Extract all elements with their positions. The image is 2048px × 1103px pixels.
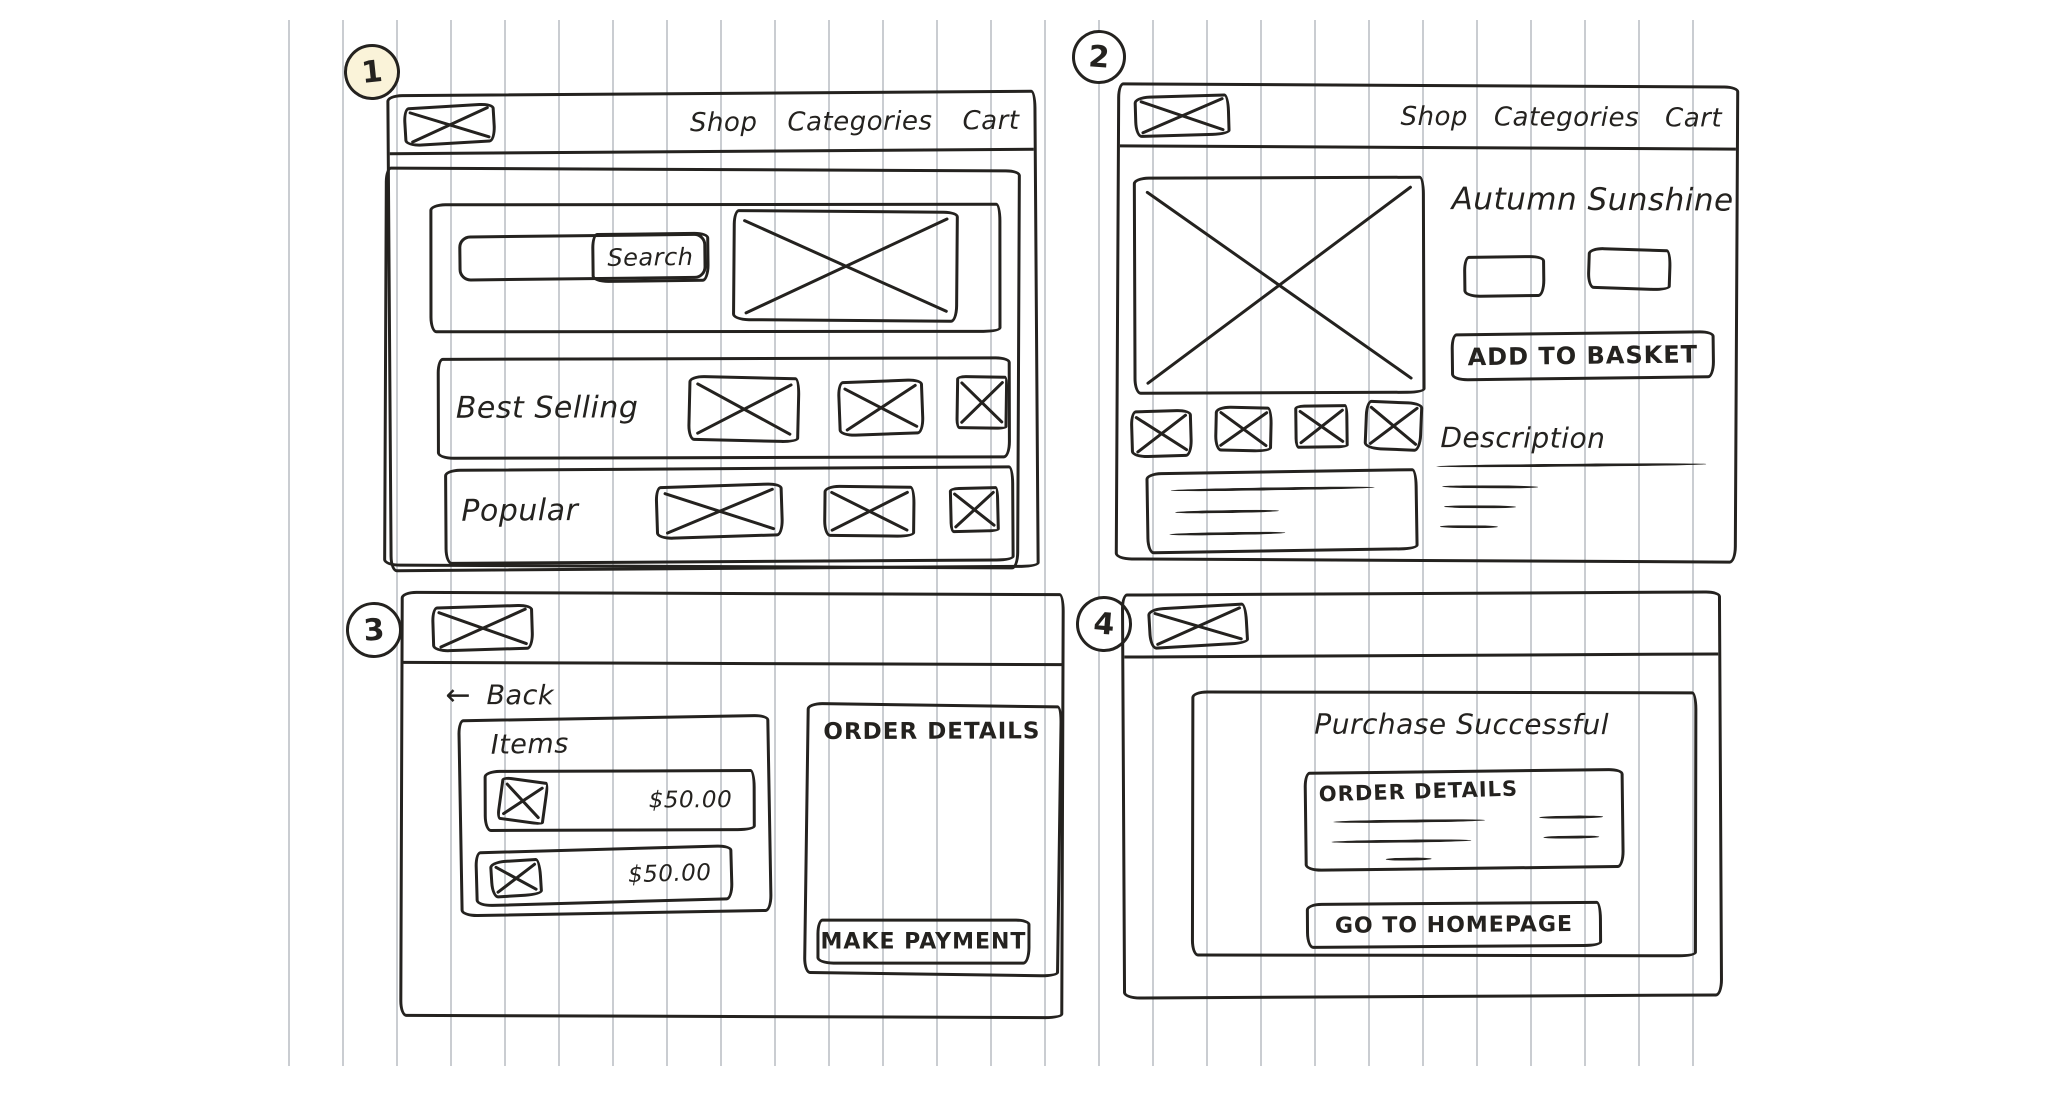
add-to-basket-label: ADD TO BASKET	[1467, 340, 1699, 372]
item-image-placeholder-icon	[488, 857, 544, 899]
cart-item-row: $50.00	[474, 844, 734, 908]
screen3-header	[403, 593, 1062, 667]
cart-item-row: $50.00	[483, 769, 756, 832]
screen4-number: 4	[1092, 605, 1116, 643]
screen1-nav: Shop Categories Cart	[690, 105, 1020, 137]
add-to-basket-button[interactable]: ADD TO BASKET	[1450, 330, 1716, 382]
text-line	[1539, 815, 1604, 820]
screen1-number: 1	[359, 53, 385, 91]
screen2-nav: Shop Categories Cart	[1400, 101, 1722, 133]
go-to-homepage-label: GO TO HOMEPAGE	[1334, 911, 1574, 939]
text-line	[1442, 485, 1539, 489]
cart-items-panel: Items $50.00 $50.00	[457, 713, 773, 918]
option-selector-box[interactable]	[1462, 254, 1546, 298]
purchase-successful-title: Purchase Successful	[1314, 707, 1610, 742]
text-line	[1543, 835, 1600, 839]
nav-link-shop[interactable]: Shop	[689, 107, 758, 138]
text-line	[1333, 818, 1486, 824]
screen2-number: 2	[1087, 38, 1111, 76]
logo-placeholder-icon[interactable]	[430, 603, 535, 653]
screen1-content: Search Best Selling Popular	[383, 166, 1021, 570]
best-selling-title: Best Selling	[455, 390, 639, 426]
description-title: Description	[1440, 421, 1606, 455]
hero-section: Search	[429, 202, 1002, 334]
trash-icon[interactable]	[724, 855, 727, 889]
order-details-title: ORDER DETAILS	[1318, 776, 1519, 807]
back-label: Back	[486, 680, 555, 712]
nav-link-cart[interactable]: Cart	[1665, 102, 1723, 134]
trash-icon[interactable]	[744, 783, 747, 817]
screen1-header: Shop Categories Cart	[389, 92, 1034, 156]
order-details-title: ORDER DETAILS	[823, 718, 1041, 746]
item-image-placeholder-icon	[495, 775, 550, 826]
hero-image-placeholder-icon	[731, 209, 959, 323]
confirmation-card: Purchase Successful ORDER DETAILS GO TO …	[1190, 690, 1698, 958]
thumbnail-image-placeholder-icon[interactable]	[1213, 405, 1273, 453]
text-line	[1331, 838, 1472, 844]
order-details-panel: ORDER DETAILS MAKE PAYMENT	[802, 701, 1063, 978]
back-link[interactable]: ← Back	[445, 678, 554, 713]
product-main-image-placeholder-icon	[1132, 175, 1426, 395]
make-payment-label: MAKE PAYMENT	[820, 929, 1027, 955]
screen3-frame: ← Back Items $50.00 $50.00	[399, 590, 1065, 1020]
search-button[interactable]: Search	[591, 231, 710, 284]
text-line	[1385, 857, 1432, 861]
product-image-placeholder-icon[interactable]	[836, 378, 925, 438]
thumbnail-image-placeholder-icon[interactable]	[1363, 399, 1424, 452]
item-price: $50.00	[648, 787, 733, 814]
make-payment-button[interactable]: MAKE PAYMENT	[816, 918, 1031, 965]
screen3-number: 3	[362, 611, 386, 649]
product-image-placeholder-icon[interactable]	[687, 374, 801, 444]
go-to-homepage-button[interactable]: GO TO HOMEPAGE	[1305, 900, 1603, 949]
nav-link-cart[interactable]: Cart	[962, 105, 1020, 136]
screen2-frame: Shop Categories Cart Autumn Sunshine	[1114, 82, 1740, 564]
best-selling-section: Best Selling	[436, 356, 1011, 460]
screen2-header: Shop Categories Cart	[1119, 85, 1737, 151]
screen1-frame: Shop Categories Cart	[386, 89, 1040, 573]
product-image-placeholder-icon[interactable]	[955, 375, 1009, 430]
ruled-paper-lines	[288, 20, 1744, 1066]
logo-placeholder-icon[interactable]	[1133, 92, 1231, 138]
screen4-frame: Purchase Successful ORDER DETAILS GO TO …	[1120, 590, 1724, 1000]
text-line	[1444, 505, 1517, 509]
back-arrow-icon: ←	[445, 677, 471, 714]
product-image-placeholder-icon[interactable]	[823, 484, 916, 538]
product-title: Autumn Sunshine	[1451, 181, 1734, 219]
product-image-placeholder-icon[interactable]	[654, 482, 785, 541]
popular-title: Popular	[461, 493, 579, 529]
description-underline	[1436, 462, 1707, 468]
screen4-header	[1123, 593, 1719, 659]
logo-placeholder-icon[interactable]	[402, 101, 497, 148]
text-line	[1170, 485, 1375, 492]
product-image-placeholder-icon[interactable]	[948, 486, 1000, 534]
nav-link-categories[interactable]: Categories	[787, 105, 933, 137]
thumbnail-image-placeholder-icon[interactable]	[1294, 404, 1349, 449]
search-button-label: Search	[607, 242, 694, 272]
option-selector-box[interactable]	[1586, 246, 1672, 292]
item-price: $50.00	[627, 859, 712, 889]
text-line	[1169, 531, 1286, 537]
text-line	[1174, 509, 1280, 514]
items-title: Items	[490, 728, 570, 761]
popular-section: Popular	[444, 465, 1015, 565]
search-input[interactable]: Search	[458, 231, 710, 284]
nav-link-shop[interactable]: Shop	[1400, 101, 1469, 132]
logo-placeholder-icon[interactable]	[1146, 601, 1250, 650]
order-details-summary-box: ORDER DETAILS	[1303, 767, 1625, 872]
text-line	[1439, 525, 1498, 529]
nav-link-categories[interactable]: Categories	[1493, 101, 1640, 133]
product-summary-text-block	[1145, 468, 1419, 555]
thumbnail-image-placeholder-icon[interactable]	[1129, 408, 1194, 459]
